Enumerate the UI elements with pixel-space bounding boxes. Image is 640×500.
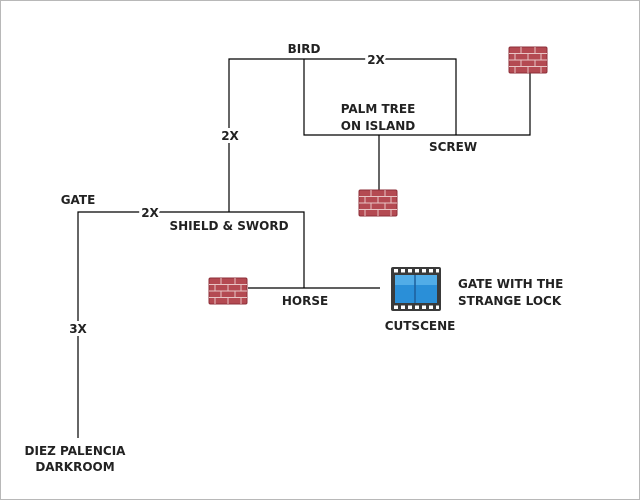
label-bird-count: 2X xyxy=(367,53,385,67)
label-bird: BIRD xyxy=(288,42,321,56)
label-gate-lock-line2: STRANGE LOCK xyxy=(458,294,562,308)
label-horse: HORSE xyxy=(282,294,328,308)
brick-wall-icon xyxy=(358,189,398,217)
label-screw: SCREW xyxy=(429,140,477,154)
label-left-count: 2X xyxy=(221,129,239,143)
brick-wall-icon xyxy=(208,277,248,305)
label-palm-line2: ON ISLAND xyxy=(341,119,416,133)
label-darkroom-count: 3X xyxy=(69,322,87,336)
label-darkroom-line1: DIEZ PALENCIA xyxy=(25,444,127,458)
label-shield-sword: SHIELD & SWORD xyxy=(169,219,288,233)
label-gate-lock-line1: GATE WITH THE xyxy=(458,277,563,291)
line-darkroom-to-shield xyxy=(77,211,305,438)
label-gate: GATE xyxy=(61,193,96,207)
film-strip-icon xyxy=(391,267,441,311)
connection-lines xyxy=(77,58,531,438)
label-cutscene: CUTSCENE xyxy=(385,319,456,333)
label-gate-count: 2X xyxy=(141,206,159,220)
label-darkroom-line2: DARKROOM xyxy=(35,460,114,474)
label-palm-line1: PALM TREE xyxy=(341,102,416,116)
brick-wall-icon xyxy=(508,46,548,74)
line-shield-to-bird xyxy=(228,58,457,212)
line-bird-to-palm xyxy=(303,59,531,136)
